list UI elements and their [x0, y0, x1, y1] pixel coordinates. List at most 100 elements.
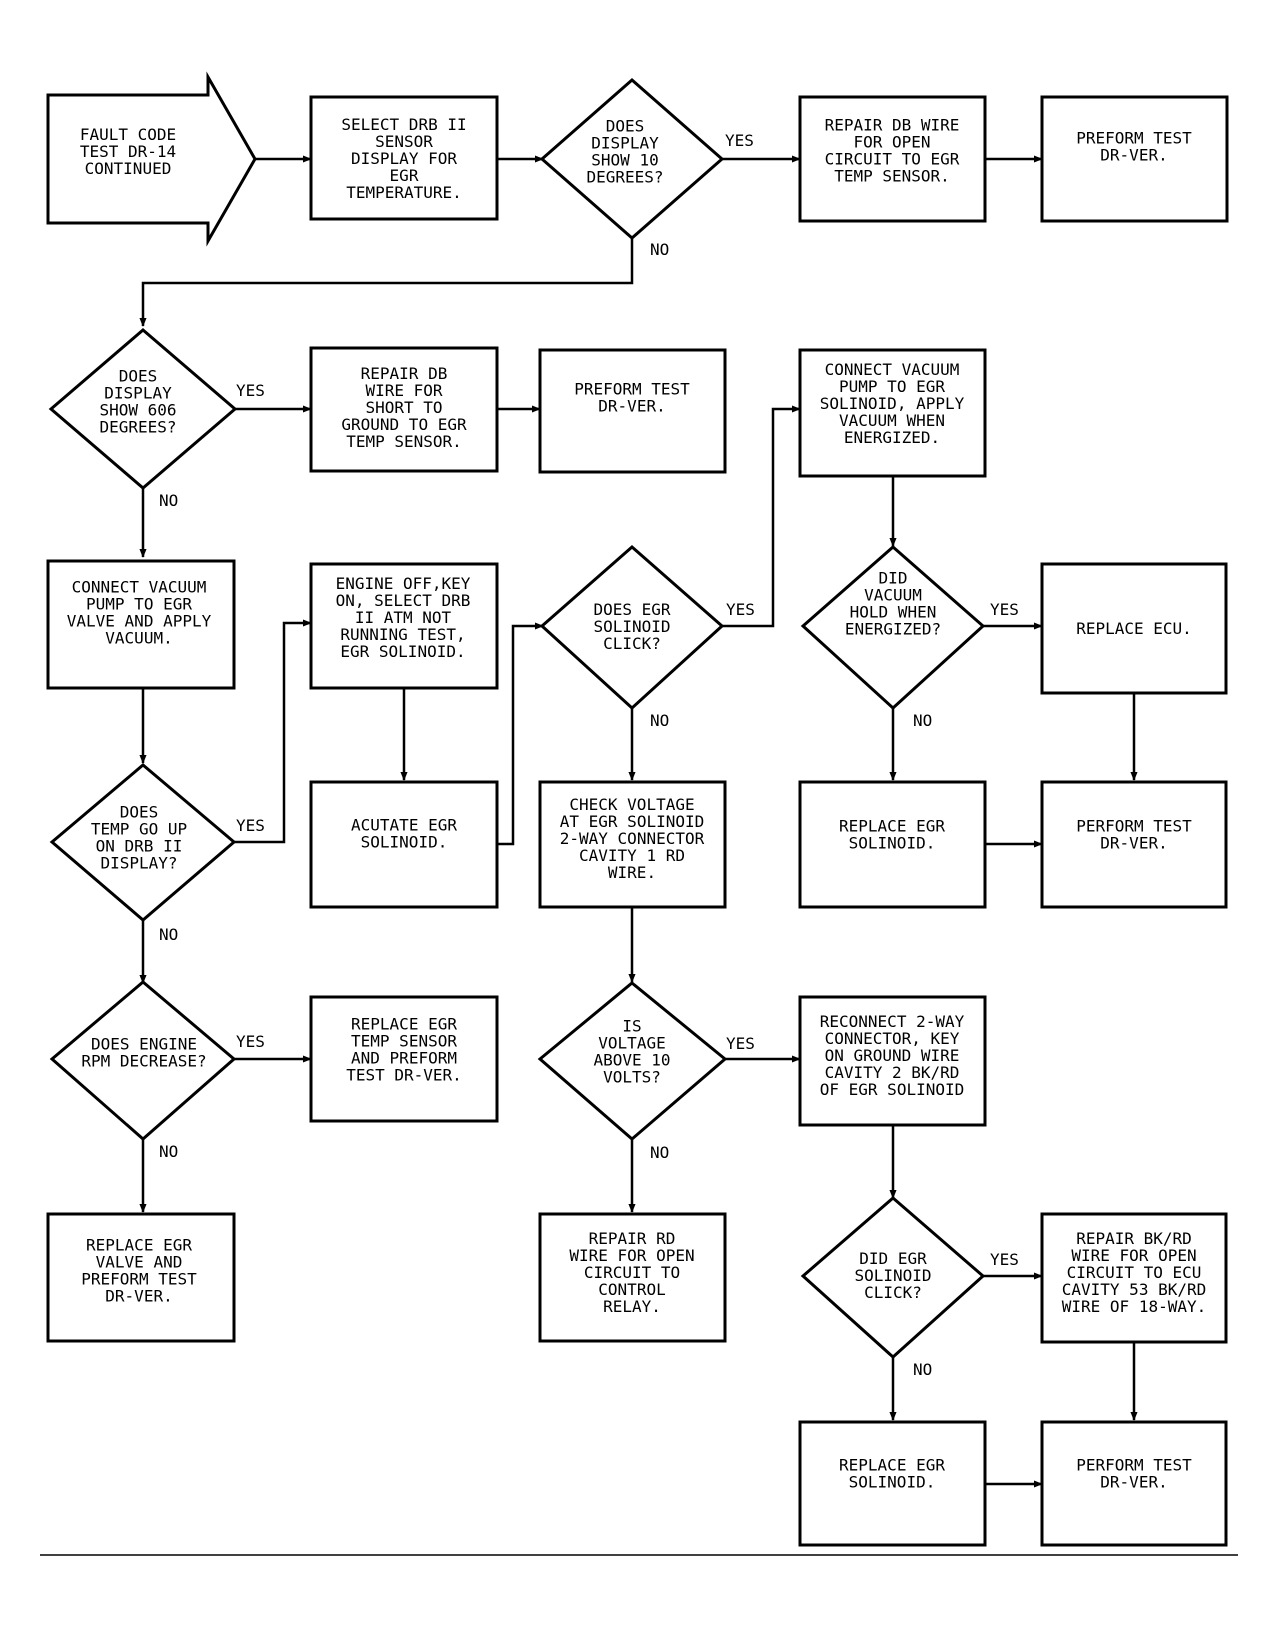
no-label-qclick: NO	[650, 711, 669, 730]
arrow-qclick-yes	[722, 405, 801, 628]
connect-pump-valve-text-line: PUMP TO EGR	[86, 595, 192, 614]
yes-label-qclick2: YES	[990, 1250, 1019, 1269]
replace-valve-text-line: REPLACE EGR	[86, 1236, 192, 1255]
connect-pump-solenoid-text-line: PUMP TO EGR	[839, 377, 945, 396]
perform-test-text-2-line: PREFORM TEST	[574, 380, 690, 399]
replace-ecu-text: REPLACE ECU.	[1076, 619, 1192, 638]
repair-rd-text-line: WIRE FOR OPEN	[569, 1246, 694, 1265]
arrow-qtemp-yes	[234, 619, 312, 844]
repair-short-text-line: TEMP SENSOR.	[346, 432, 462, 451]
q-vacuum-hold-text-line: DID	[879, 569, 908, 588]
reconnect-text-line: OF EGR SOLINOID	[820, 1080, 965, 1099]
q-606-degrees-text-line: DISPLAY	[104, 384, 172, 403]
perform-test-text-3-line: PERFORM TEST	[1076, 817, 1192, 836]
perform-test-text-3-line: DR-VER.	[1100, 834, 1167, 853]
q-temp-up-text-line: DISPLAY?	[100, 854, 177, 873]
check-voltage-text-line: WIRE.	[608, 863, 656, 882]
repair-short-text-line: WIRE FOR	[365, 381, 442, 400]
check-voltage-text-line: CAVITY 1 RD	[579, 846, 685, 865]
yes-label-qvac: YES	[990, 600, 1019, 619]
perform-test-text-4-line: DR-VER.	[1100, 1473, 1167, 1492]
no-label-qtemp: NO	[159, 925, 178, 944]
no-label-qrpm: NO	[159, 1142, 178, 1161]
q-vacuum-hold-text-line: HOLD WHEN	[850, 603, 937, 622]
replace-valve-text-line: DR-VER.	[105, 1287, 172, 1306]
connect-pump-solenoid-text-line: CONNECT VACUUM	[825, 360, 960, 379]
reconnect-text-line: RECONNECT 2-WAY	[820, 1012, 965, 1031]
q-voltage-text-line: IS	[622, 1017, 641, 1036]
q-temp-up-text-line: TEMP GO UP	[91, 820, 187, 839]
q-rpm-text-line: RPM DECREASE?	[81, 1052, 206, 1071]
start-text-line: FAULT CODE	[80, 125, 176, 144]
select-sensor-text-line: SENSOR	[375, 132, 433, 151]
start-text-line: TEST DR-14	[80, 142, 176, 161]
q-606-degrees-text-line: DEGREES?	[99, 418, 176, 437]
repair-bkrd-text-line: CIRCUIT TO ECU	[1067, 1263, 1202, 1282]
repair-open-temp-text-line: REPAIR DB WIRE	[825, 116, 960, 135]
repair-rd-text-line: CIRCUIT TO	[584, 1263, 680, 1282]
no-label-q606: NO	[159, 491, 178, 510]
repair-short-text-line: GROUND TO EGR	[341, 415, 467, 434]
perform-test-text-2-line: DR-VER.	[598, 397, 665, 416]
engine-off-text-line: ON, SELECT DRB	[336, 591, 471, 610]
no-label-qvolt: NO	[650, 1143, 669, 1162]
q-606-degrees-text-line: SHOW 606	[99, 401, 176, 420]
q-solenoid-click-text-line: CLICK?	[603, 634, 661, 653]
q-vacuum-hold-text-line: VACUUM	[864, 586, 922, 605]
connect-pump-solenoid-text-line: ENERGIZED.	[844, 428, 940, 447]
select-sensor-text-line: DISPLAY FOR	[351, 149, 457, 168]
replace-ecu-text-line: REPLACE ECU.	[1076, 619, 1192, 638]
yes-label-q606: YES	[236, 381, 265, 400]
check-voltage-text-line: 2-WAY CONNECTOR	[560, 829, 705, 848]
check-voltage-text-line: AT EGR SOLINOID	[560, 812, 705, 831]
q-10-degrees-text-line: DEGREES?	[586, 168, 663, 187]
select-sensor-text-line: TEMPERATURE.	[346, 183, 462, 202]
perform-test-text-4-line: PERFORM TEST	[1076, 1456, 1192, 1475]
replace-valve-text-line: PREFORM TEST	[81, 1270, 197, 1289]
repair-open-temp-text-line: TEMP SENSOR.	[834, 167, 950, 186]
connect-pump-valve-text-line: VALVE AND APPLY	[67, 612, 212, 631]
q-solenoid-click-2-text-line: CLICK?	[864, 1283, 922, 1302]
repair-bkrd-text-line: WIRE FOR OPEN	[1071, 1246, 1196, 1265]
q-voltage-text-line: VOLTAGE	[598, 1034, 665, 1053]
perform-test-text-1-line: DR-VER.	[1100, 146, 1167, 165]
connectors	[139, 155, 1138, 1488]
repair-rd-text-line: REPAIR RD	[589, 1229, 676, 1248]
q-voltage-text-line: ABOVE 10	[593, 1051, 670, 1070]
yes-label-qrpm: YES	[236, 1032, 265, 1051]
no-label-qvac: NO	[913, 711, 932, 730]
connect-pump-valve-text-line: VACUUM.	[105, 629, 172, 648]
repair-open-temp-text-line: CIRCUIT TO EGR	[825, 150, 960, 169]
reconnect-text-line: CONNECTOR, KEY	[825, 1029, 960, 1048]
connect-pump-solenoid-text-line: SOLINOID, APPLY	[820, 394, 965, 413]
q-solenoid-click-2-text-line: DID EGR	[859, 1249, 927, 1268]
